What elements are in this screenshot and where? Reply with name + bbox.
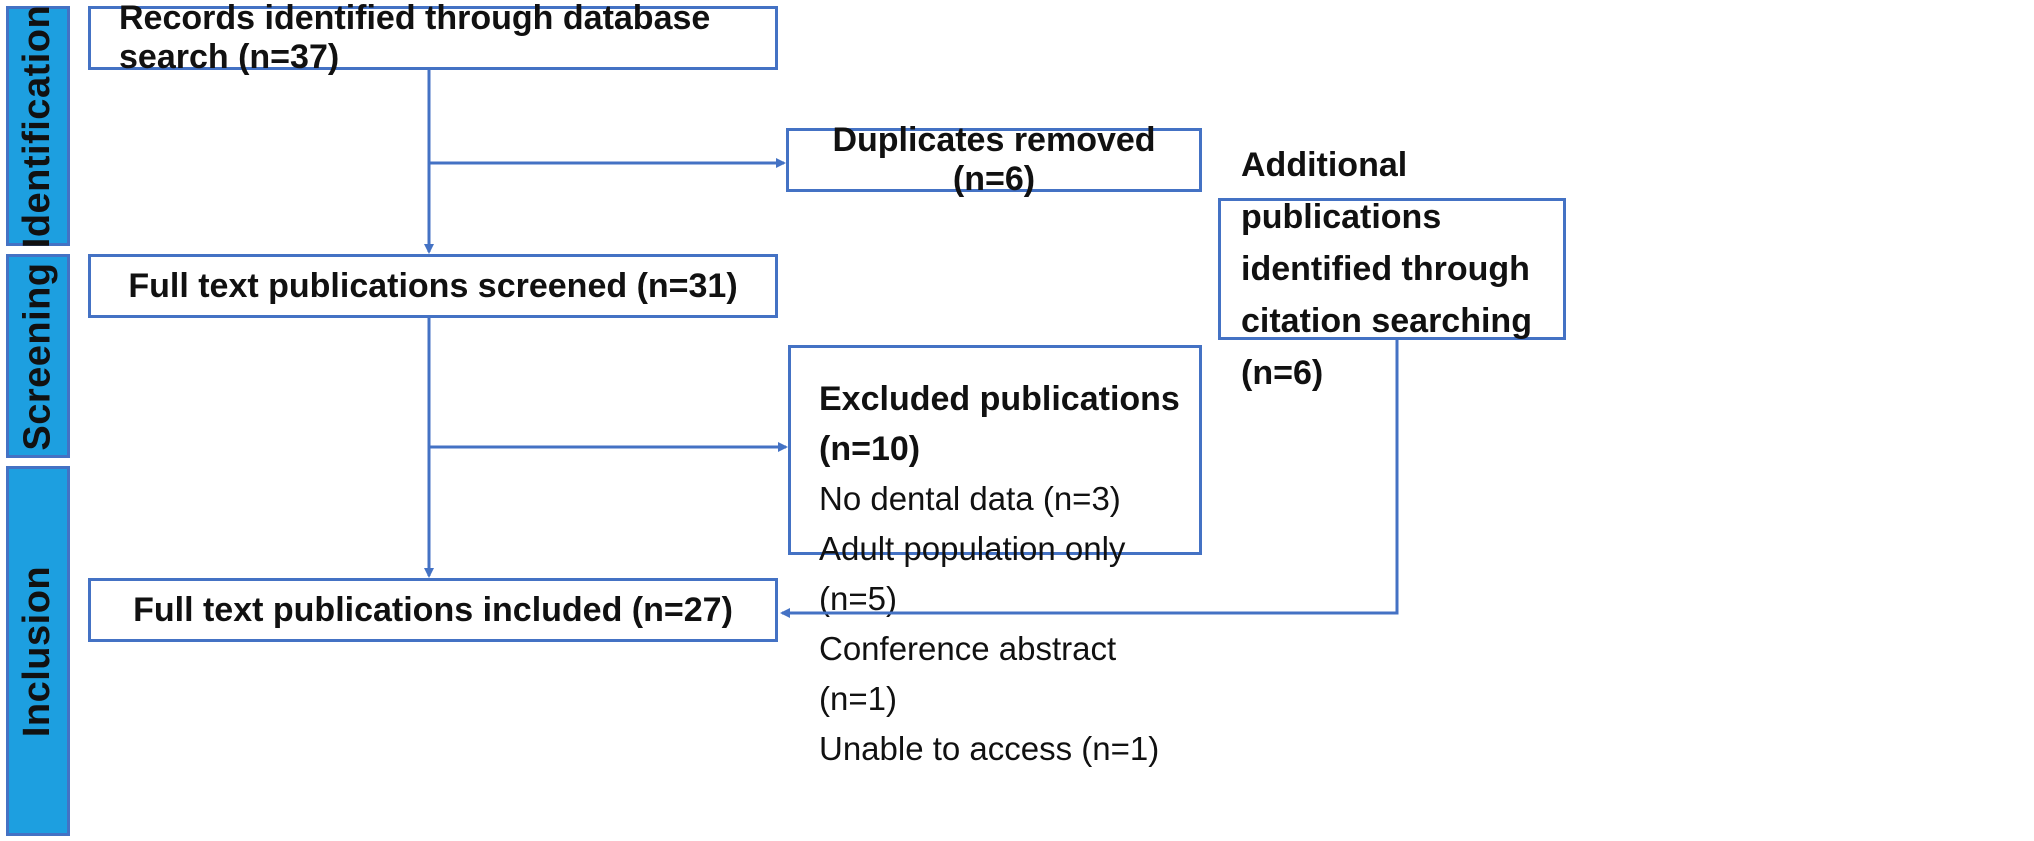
- section-screening: Screening: [6, 254, 70, 458]
- additional-line-3: citation searching (n=6): [1241, 302, 1532, 392]
- full-text-included-text: Full text publications included (n=27): [133, 590, 733, 629]
- duplicates-removed-box: Duplicates removed (n=6): [786, 121, 1202, 198]
- excluded-item: Adult population only (n=5): [819, 530, 1126, 617]
- excluded-title: Excluded publications (n=10): [819, 380, 1180, 468]
- full-text-included-box: Full text publications included (n=27): [88, 578, 778, 642]
- full-text-screened-box: Full text publications screened (n=31): [88, 254, 778, 318]
- additional-line-1: Additional publications: [1241, 146, 1442, 236]
- full-text-screened-text: Full text publications screened (n=31): [128, 266, 738, 305]
- section-inclusion: Inclusion: [6, 466, 70, 836]
- arrow-additional-to-included: [780, 340, 1399, 618]
- records-identified-box: Records identified through database sear…: [88, 0, 778, 76]
- excluded-publications-box: Excluded publications (n=10) No dental d…: [788, 345, 1202, 767]
- duplicates-removed-text: Duplicates removed (n=6): [832, 121, 1156, 198]
- additional-publications-text: Additional publications identified throu…: [1241, 139, 1543, 399]
- section-identification: Identification: [6, 4, 70, 248]
- excluded-item: Conference abstract (n=1): [819, 630, 1117, 717]
- records-identified-text: Records identified through database sear…: [119, 0, 711, 76]
- excluded-item: No dental data (n=3): [819, 480, 1121, 517]
- additional-line-2: identified through: [1241, 250, 1530, 288]
- excluded-item: Unable to access (n=1): [819, 730, 1160, 767]
- additional-publications-box: Additional publications identified throu…: [1218, 146, 1566, 392]
